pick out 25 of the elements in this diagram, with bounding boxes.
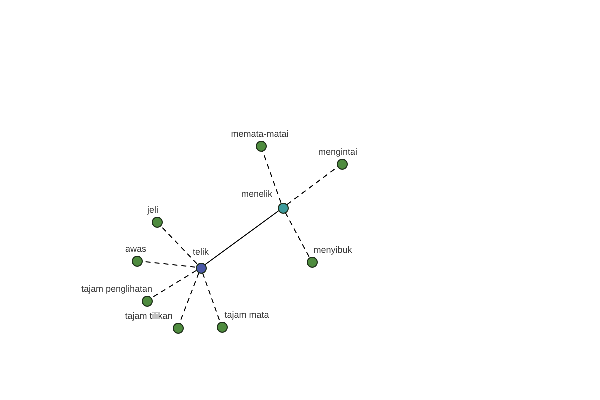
- node-dot: [336, 158, 348, 170]
- node-label: menelik: [242, 188, 272, 198]
- node-dot: [132, 256, 142, 266]
- node-label: tajam penglihatan: [81, 284, 153, 294]
- node-dot: [256, 140, 266, 152]
- node-label: memata-matai: [231, 128, 289, 138]
- node-label: telik: [193, 246, 209, 256]
- node-dot: [152, 216, 162, 228]
- node-dot: [172, 322, 184, 334]
- node-label: jeli: [148, 204, 158, 214]
- node-label: tajam tilikan: [125, 310, 173, 320]
- connector-line: [204, 210, 280, 266]
- dashed-connector: [151, 270, 197, 299]
- node-dot: [142, 296, 152, 306]
- node-dot: [216, 322, 228, 332]
- dashed-connector: [202, 272, 221, 322]
- node-label: mengintai: [318, 146, 358, 156]
- node-label: awas: [126, 244, 146, 254]
- node-label: menyibuk: [314, 244, 352, 254]
- dashed-connector: [285, 212, 310, 258]
- node-dot: [278, 202, 288, 214]
- node-label: tajam mata: [224, 310, 270, 320]
- dashed-connector: [160, 225, 198, 265]
- node-dot: [306, 256, 318, 268]
- node-dot: [196, 262, 206, 274]
